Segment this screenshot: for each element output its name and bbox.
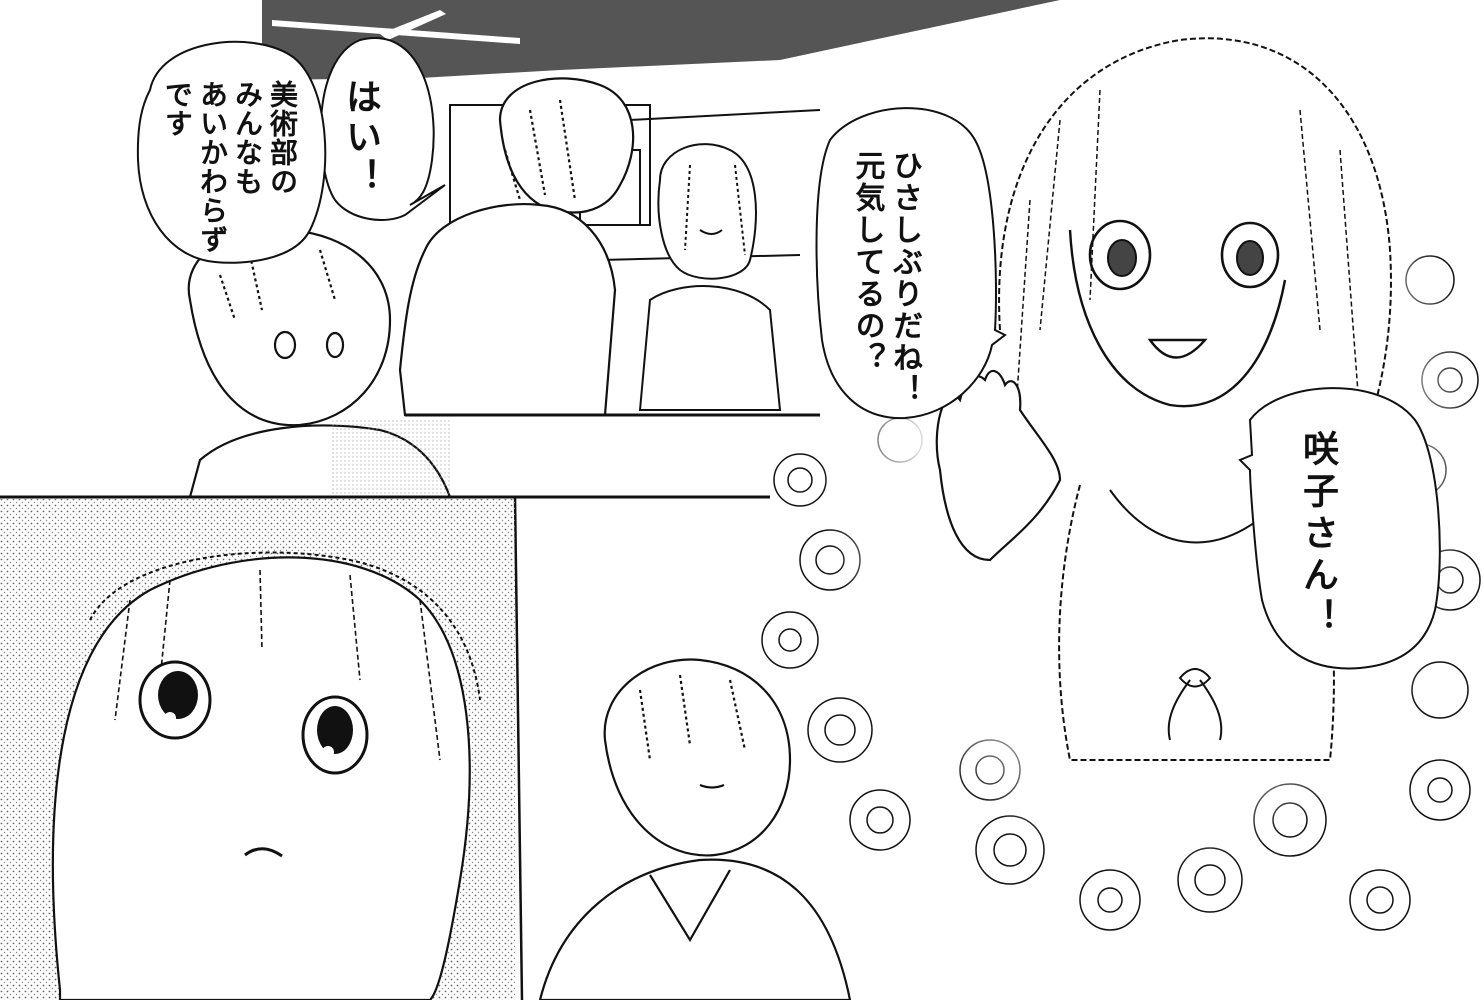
speech-text-hai: はい！ — [340, 78, 381, 198]
speech-text-bijutsu: 美術部の みんなも あいかわらず です — [161, 80, 299, 254]
panel-border-v — [513, 496, 524, 1000]
closeup-panel — [0, 499, 515, 1000]
woman-background — [638, 143, 782, 411]
boy-looking-down — [538, 658, 852, 1000]
speech-text-hisashi: ひさしぶりだね！ 元気してるの？ — [849, 150, 923, 406]
speech-bubble-sakiko — [1238, 387, 1441, 670]
speech-bubble-bijutsu — [136, 40, 327, 264]
speech-text-sakiko: 咲子さん！ — [1297, 430, 1338, 640]
sakiko-figure — [935, 37, 1392, 761]
speech-bubble-hisashi — [815, 107, 1007, 420]
ceiling-band — [262, 0, 1060, 80]
man-from-behind — [398, 77, 635, 417]
